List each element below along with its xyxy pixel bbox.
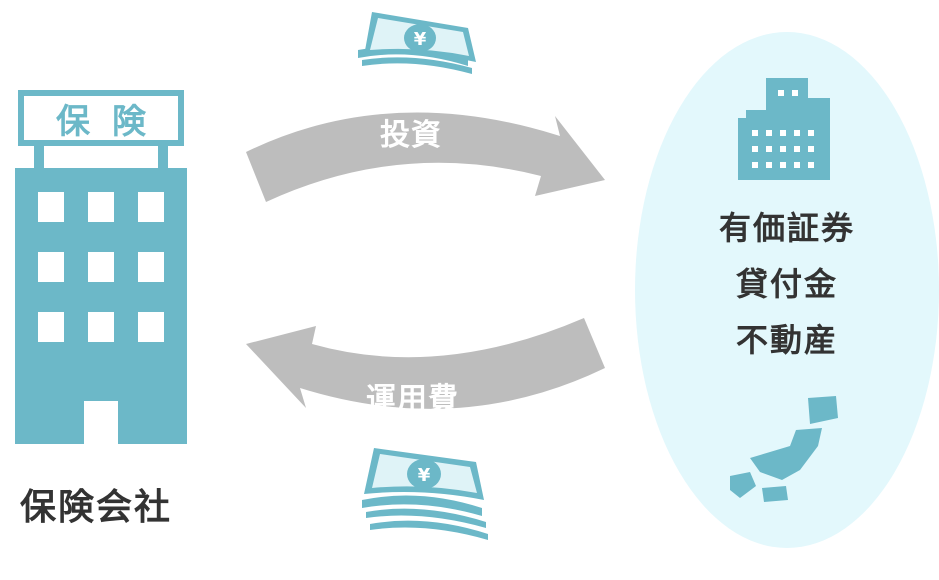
money-stack-bottom-icon <box>362 448 488 540</box>
japan-map-icon <box>730 396 838 502</box>
insurance-building-icon <box>15 90 187 444</box>
company-caption: 保険会社 <box>20 487 173 528</box>
company-sign: 保険 <box>24 96 178 142</box>
yen-symbol-top: ¥ <box>414 29 427 50</box>
target-item-real-estate: 不動産 <box>735 321 838 359</box>
invest-label: 投資 <box>380 118 442 153</box>
invest-arrow <box>246 112 605 202</box>
target-item-loans: 貸付金 <box>735 265 838 303</box>
target-item-securities: 有価証券 <box>718 209 855 247</box>
return-arrow <box>246 318 605 409</box>
office-building-icon <box>738 78 830 180</box>
company-sign-text: 保険 <box>56 101 168 142</box>
investment-area-ellipse <box>635 32 939 548</box>
return-label: 運用費 <box>366 382 459 417</box>
targets-list: 有価証券 貸付金 不動産 <box>680 200 894 368</box>
yen-symbol-bottom: ¥ <box>418 465 431 486</box>
money-stack-top-icon <box>358 12 476 74</box>
